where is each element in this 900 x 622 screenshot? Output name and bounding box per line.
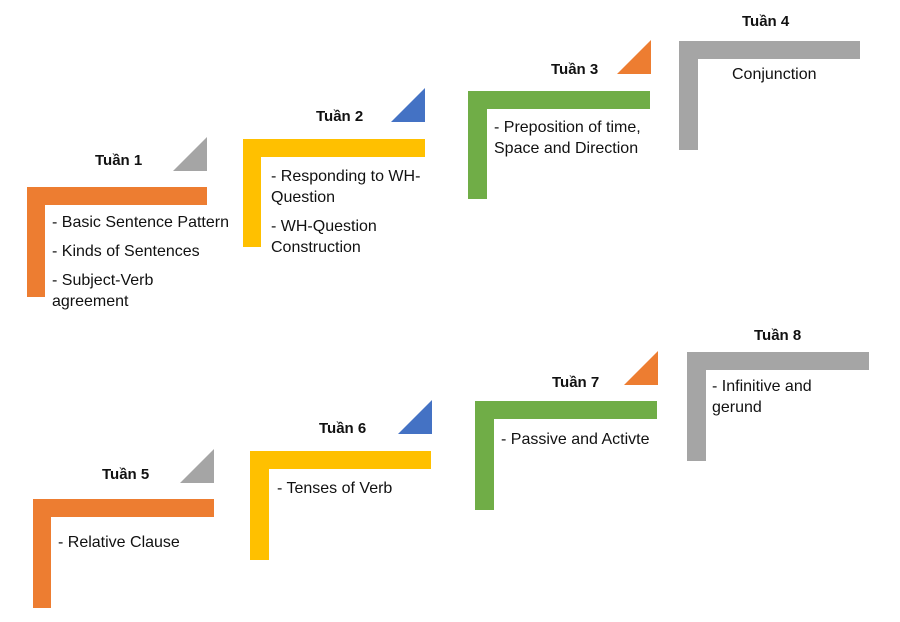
- week-2-topic-2: - WH-Question Construction: [271, 218, 377, 256]
- week-3-bar-horizontal: [468, 91, 650, 109]
- week-6-topics: - Tenses of Verb: [277, 478, 447, 507]
- week-7-title: Tuần 7: [552, 374, 600, 391]
- week-5-bar-horizontal: [33, 499, 214, 517]
- week-3-topic-1: - Preposition of time, Space and Directi…: [494, 119, 641, 157]
- week-8-topics: - Infinitive and gerund: [712, 376, 842, 426]
- week-6-bar-vertical: [250, 451, 269, 560]
- week-7-topic-1: - Passive and Activte: [501, 431, 650, 448]
- week-2-bar-vertical: [243, 139, 261, 247]
- week-2-triangle: [391, 88, 425, 122]
- week-3-bar-vertical: [468, 91, 487, 199]
- week-4-topics: Conjunction: [732, 64, 872, 93]
- week-5-title: Tuần 5: [102, 466, 150, 483]
- week-2-topics: - Responding to WH-Question - WH-Questio…: [271, 166, 451, 266]
- week-1-topic-2: - Kinds of Sentences: [52, 243, 200, 260]
- week-8-title: Tuần 8: [754, 327, 802, 344]
- week-6-topic-1: - Tenses of Verb: [277, 480, 393, 497]
- week-1-topic-1: - Basic Sentence Pattern: [52, 214, 229, 231]
- week-8-bar-vertical: [687, 352, 706, 461]
- week-8-bar-horizontal: [687, 352, 869, 370]
- week-6-bar-horizontal: [250, 451, 431, 469]
- week-1-title: Tuần 1: [95, 152, 143, 169]
- week-4-bar-horizontal: [679, 41, 860, 59]
- week-7-bar-horizontal: [475, 401, 657, 419]
- week-3-title: Tuần 3: [551, 61, 599, 78]
- week-1-topics: - Basic Sentence Pattern - Kinds of Sent…: [52, 212, 252, 320]
- week-5-triangle: [180, 449, 214, 483]
- week-1-bar-horizontal: [27, 187, 207, 205]
- week-7-triangle: [624, 351, 658, 385]
- week-5-bar-vertical: [33, 499, 51, 608]
- week-6-title: Tuần 6: [319, 420, 367, 437]
- week-8-topic-1: - Infinitive and gerund: [712, 378, 812, 416]
- week-5-topics: - Relative Clause: [58, 532, 228, 561]
- week-2-title: Tuần 2: [316, 108, 364, 125]
- week-1-bar-vertical: [27, 187, 45, 297]
- week-7-topics: - Passive and Activte: [501, 429, 681, 458]
- week-1-topic-3: - Subject-Verb agreement: [52, 272, 154, 310]
- week-4-bar-vertical: [679, 41, 698, 150]
- week-5-topic-1: - Relative Clause: [58, 534, 180, 551]
- week-3-triangle: [617, 40, 651, 74]
- week-2-bar-horizontal: [243, 139, 425, 157]
- week-3-topics: - Preposition of time, Space and Directi…: [494, 117, 674, 167]
- week-4-title: Tuần 4: [742, 13, 790, 30]
- week-7-bar-vertical: [475, 401, 494, 510]
- week-6-triangle: [398, 400, 432, 434]
- week-4-topic-1: Conjunction: [732, 66, 817, 83]
- week-1-triangle: [173, 137, 207, 171]
- week-2-topic-1: - Responding to WH-Question: [271, 168, 421, 206]
